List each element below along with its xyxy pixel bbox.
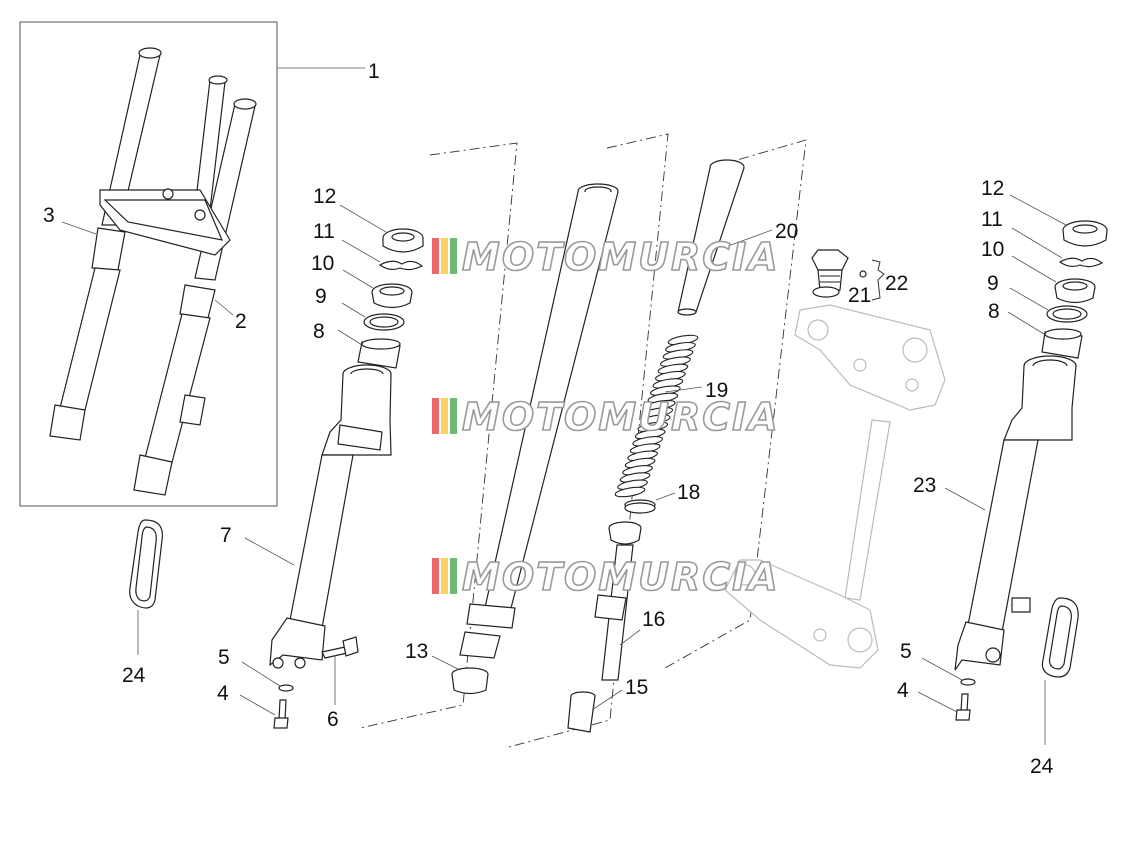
- callout-label-10-left: 10: [311, 252, 334, 275]
- part-11-right: 11: [981, 208, 1104, 268]
- callout-2: 2: [214, 299, 247, 333]
- watermark-text: MOTOMURCIA: [462, 395, 780, 439]
- callout-label-11-left: 11: [313, 220, 335, 243]
- part-7-lower-leg-left: 7: [220, 364, 392, 669]
- watermark-text: MOTOMURCIA: [462, 555, 780, 599]
- inner-fork-tube: [459, 183, 619, 659]
- part-4-left: 4: [217, 682, 289, 729]
- part-18-clip: 18: [624, 481, 700, 514]
- callout-label-12-left: 12: [313, 185, 336, 208]
- callout-label-20: 20: [775, 220, 798, 243]
- callout-label-23: 23: [913, 474, 936, 497]
- part-6-left: 6: [321, 636, 359, 731]
- part-10-right: 10: [981, 238, 1096, 304]
- part-22-fork-cap: 22: [811, 249, 908, 301]
- watermark-stripe: [441, 398, 448, 434]
- callout-label-8-left: 8: [313, 320, 325, 343]
- callout-label-21: 21: [848, 284, 871, 307]
- callout-label-2: 2: [235, 310, 247, 333]
- part-10-left: 10: [311, 252, 413, 309]
- part-9-right: 9: [987, 272, 1088, 323]
- part-19-spring: [614, 334, 699, 498]
- callout-label-3: 3: [43, 204, 55, 227]
- part-4-right: 4: [897, 679, 971, 721]
- part-24-left: 24: [122, 519, 163, 687]
- watermark-stripe: [450, 238, 457, 274]
- watermark-text: MOTOMURCIA: [462, 235, 780, 279]
- watermark-2: MOTOMURCIA: [432, 394, 780, 440]
- part-15: 15: [567, 676, 648, 733]
- callout-label-6: 6: [327, 708, 339, 731]
- part-12-left: 12: [313, 185, 424, 253]
- watermark-stripe: [441, 558, 448, 594]
- watermark-stripe: [432, 558, 439, 594]
- watermark-stripe: [432, 238, 439, 274]
- callout-label-4-right: 4: [897, 679, 909, 702]
- callout-label-9-left: 9: [315, 285, 327, 308]
- steering-stem-lower-clamp: [724, 419, 891, 669]
- callout-label-16: 16: [642, 608, 665, 631]
- watermark-stripe: [450, 398, 457, 434]
- callout-label-13: 13: [405, 640, 428, 663]
- callout-19: 19: [664, 379, 728, 402]
- part-12-right: 12: [981, 177, 1108, 247]
- group-boundaries: [359, 133, 807, 749]
- watermark-1: MOTOMURCIA: [432, 234, 780, 280]
- callout-label-7: 7: [220, 524, 232, 547]
- callout-label-9-right: 9: [987, 272, 999, 295]
- callout-label-12-right: 12: [981, 177, 1004, 200]
- callout-label-19: 19: [705, 379, 728, 402]
- callout-label-4-left: 4: [217, 682, 229, 705]
- callout-label-24-left: 24: [122, 664, 146, 687]
- part-11-left: 11: [313, 220, 424, 271]
- callout-label-24-right: 24: [1030, 755, 1054, 778]
- complete-fork-assembly: [19, 21, 278, 507]
- watermark-stripe: [450, 558, 457, 594]
- callout-label-1: 1: [368, 60, 380, 83]
- part-8-left: 8: [313, 320, 401, 369]
- part-13: 13: [405, 640, 489, 695]
- part-8-right: 8: [988, 300, 1083, 359]
- callout-label-10-right: 10: [981, 238, 1004, 261]
- part-20-spacer-tube: 20: [677, 159, 798, 316]
- callout-label-15: 15: [625, 676, 648, 699]
- watermark-stripe: [441, 238, 448, 274]
- callout-label-22: 22: [885, 272, 908, 295]
- callout-1: 1: [277, 60, 380, 83]
- part-16-damper-rod: 16: [594, 521, 665, 681]
- watermark-stripe: [432, 398, 439, 434]
- callout-label-11-right: 11: [981, 208, 1003, 231]
- spring-coil: [614, 486, 646, 498]
- callout-label-18: 18: [677, 481, 700, 504]
- part-24-right: 24: [1030, 597, 1079, 778]
- callout-label-5-right: 5: [900, 640, 912, 663]
- callout-3: 3: [43, 204, 97, 235]
- callout-label-5-left: 5: [218, 646, 230, 669]
- upper-triple-clamp: [794, 304, 946, 411]
- watermark-3: MOTOMURCIA: [432, 554, 780, 600]
- part-5-right: 5: [900, 640, 976, 686]
- callout-label-8-right: 8: [988, 300, 1000, 323]
- part-5-left: 5: [218, 646, 294, 692]
- part-23-lower-leg-right: 23: [913, 355, 1077, 671]
- part-21-o-ring: 21: [812, 284, 871, 307]
- part-9-left: 9: [315, 285, 405, 331]
